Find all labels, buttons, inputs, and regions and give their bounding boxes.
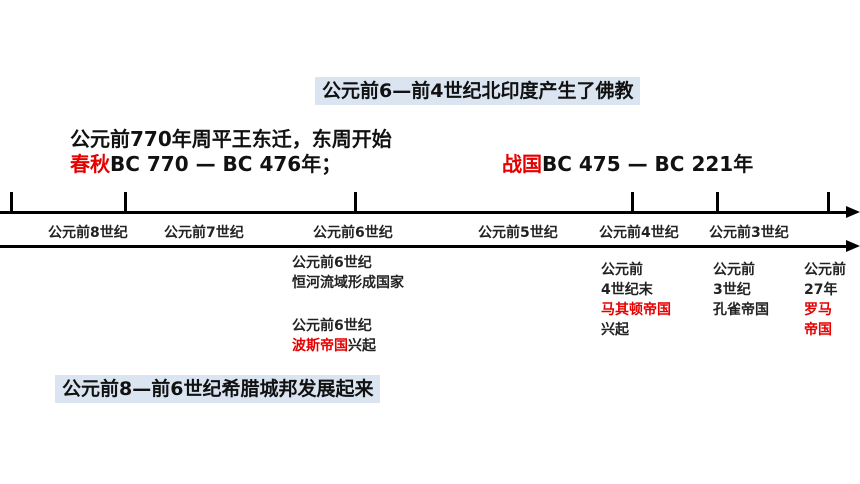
- banner-buddhism: 公元前6—前4世纪北印度产生了佛教: [315, 77, 641, 105]
- note-line: 公元前: [713, 262, 755, 278]
- timeline-tick: [124, 192, 127, 212]
- tick-label-8th-century: 公元前8世纪: [48, 225, 128, 241]
- note-line: 公元前6世纪: [292, 318, 372, 334]
- note-ganges-states: 公元前6世纪 恒河流域形成国家: [292, 253, 404, 293]
- note-line: 孔雀帝国: [713, 302, 769, 318]
- warring-states-range: BC 475 — BC 221年: [542, 152, 754, 176]
- timeline-tick: [631, 192, 634, 212]
- spring-autumn-name: 春秋: [70, 152, 110, 176]
- heading-zhou-move-east: 公元前770年周平王东迁，东周开始: [70, 127, 392, 151]
- note-line: 27年: [804, 282, 838, 298]
- note-text: 兴起: [348, 338, 376, 354]
- note-line: 4世纪末: [601, 282, 653, 298]
- heading-spring-autumn: 春秋BC 770 — BC 476年；: [70, 151, 341, 177]
- tick-label-4th-century: 公元前4世纪: [599, 225, 679, 241]
- note-line: 公元前6世纪: [292, 255, 372, 271]
- note-line: 3世纪: [713, 282, 751, 298]
- tick-label-7th-century: 公元前7世纪: [164, 225, 244, 241]
- timeline-tick: [10, 192, 13, 212]
- tick-label-3rd-century: 公元前3世纪: [709, 225, 789, 241]
- macedonian-empire-name: 马其顿帝国: [601, 302, 671, 318]
- tick-label-6th-century: 公元前6世纪: [313, 225, 393, 241]
- note-line: 波斯帝国兴起: [292, 336, 376, 356]
- note-line: 公元前: [804, 262, 846, 278]
- banner-greek-city-states: 公元前8—前6世纪希腊城邦发展起来: [55, 375, 381, 403]
- note-line: 恒河流域形成国家: [292, 275, 404, 291]
- note-maurya-empire: 公元前 3世纪 孔雀帝国: [713, 260, 769, 320]
- timeline-tick: [716, 192, 719, 212]
- timeline-axis-upper: [0, 211, 846, 214]
- warring-states-name: 战国: [502, 152, 542, 176]
- note-macedonian-empire: 公元前 4世纪末 马其顿帝国 兴起: [601, 260, 671, 340]
- persian-empire-name: 波斯帝国: [292, 338, 348, 354]
- note-line: 公元前: [601, 262, 643, 278]
- timeline-tick: [827, 192, 830, 212]
- timeline-tick: [354, 192, 357, 212]
- roman-empire-name: 帝国: [804, 322, 832, 338]
- timeline-axis-lower: [0, 245, 846, 248]
- upper-arrow-head: [846, 206, 860, 218]
- tick-label-5th-century: 公元前5世纪: [478, 225, 558, 241]
- spring-autumn-range: BC 770 — BC 476年；: [110, 152, 342, 176]
- roman-empire-name: 罗马: [804, 302, 832, 318]
- note-line: 兴起: [601, 322, 629, 338]
- note-persian-empire: 公元前6世纪 波斯帝国兴起: [292, 316, 376, 356]
- lower-arrow-head: [846, 240, 860, 252]
- note-roman-empire: 公元前 27年 罗马 帝国: [804, 260, 846, 340]
- heading-warring-states: 战国BC 475 — BC 221年: [502, 151, 753, 177]
